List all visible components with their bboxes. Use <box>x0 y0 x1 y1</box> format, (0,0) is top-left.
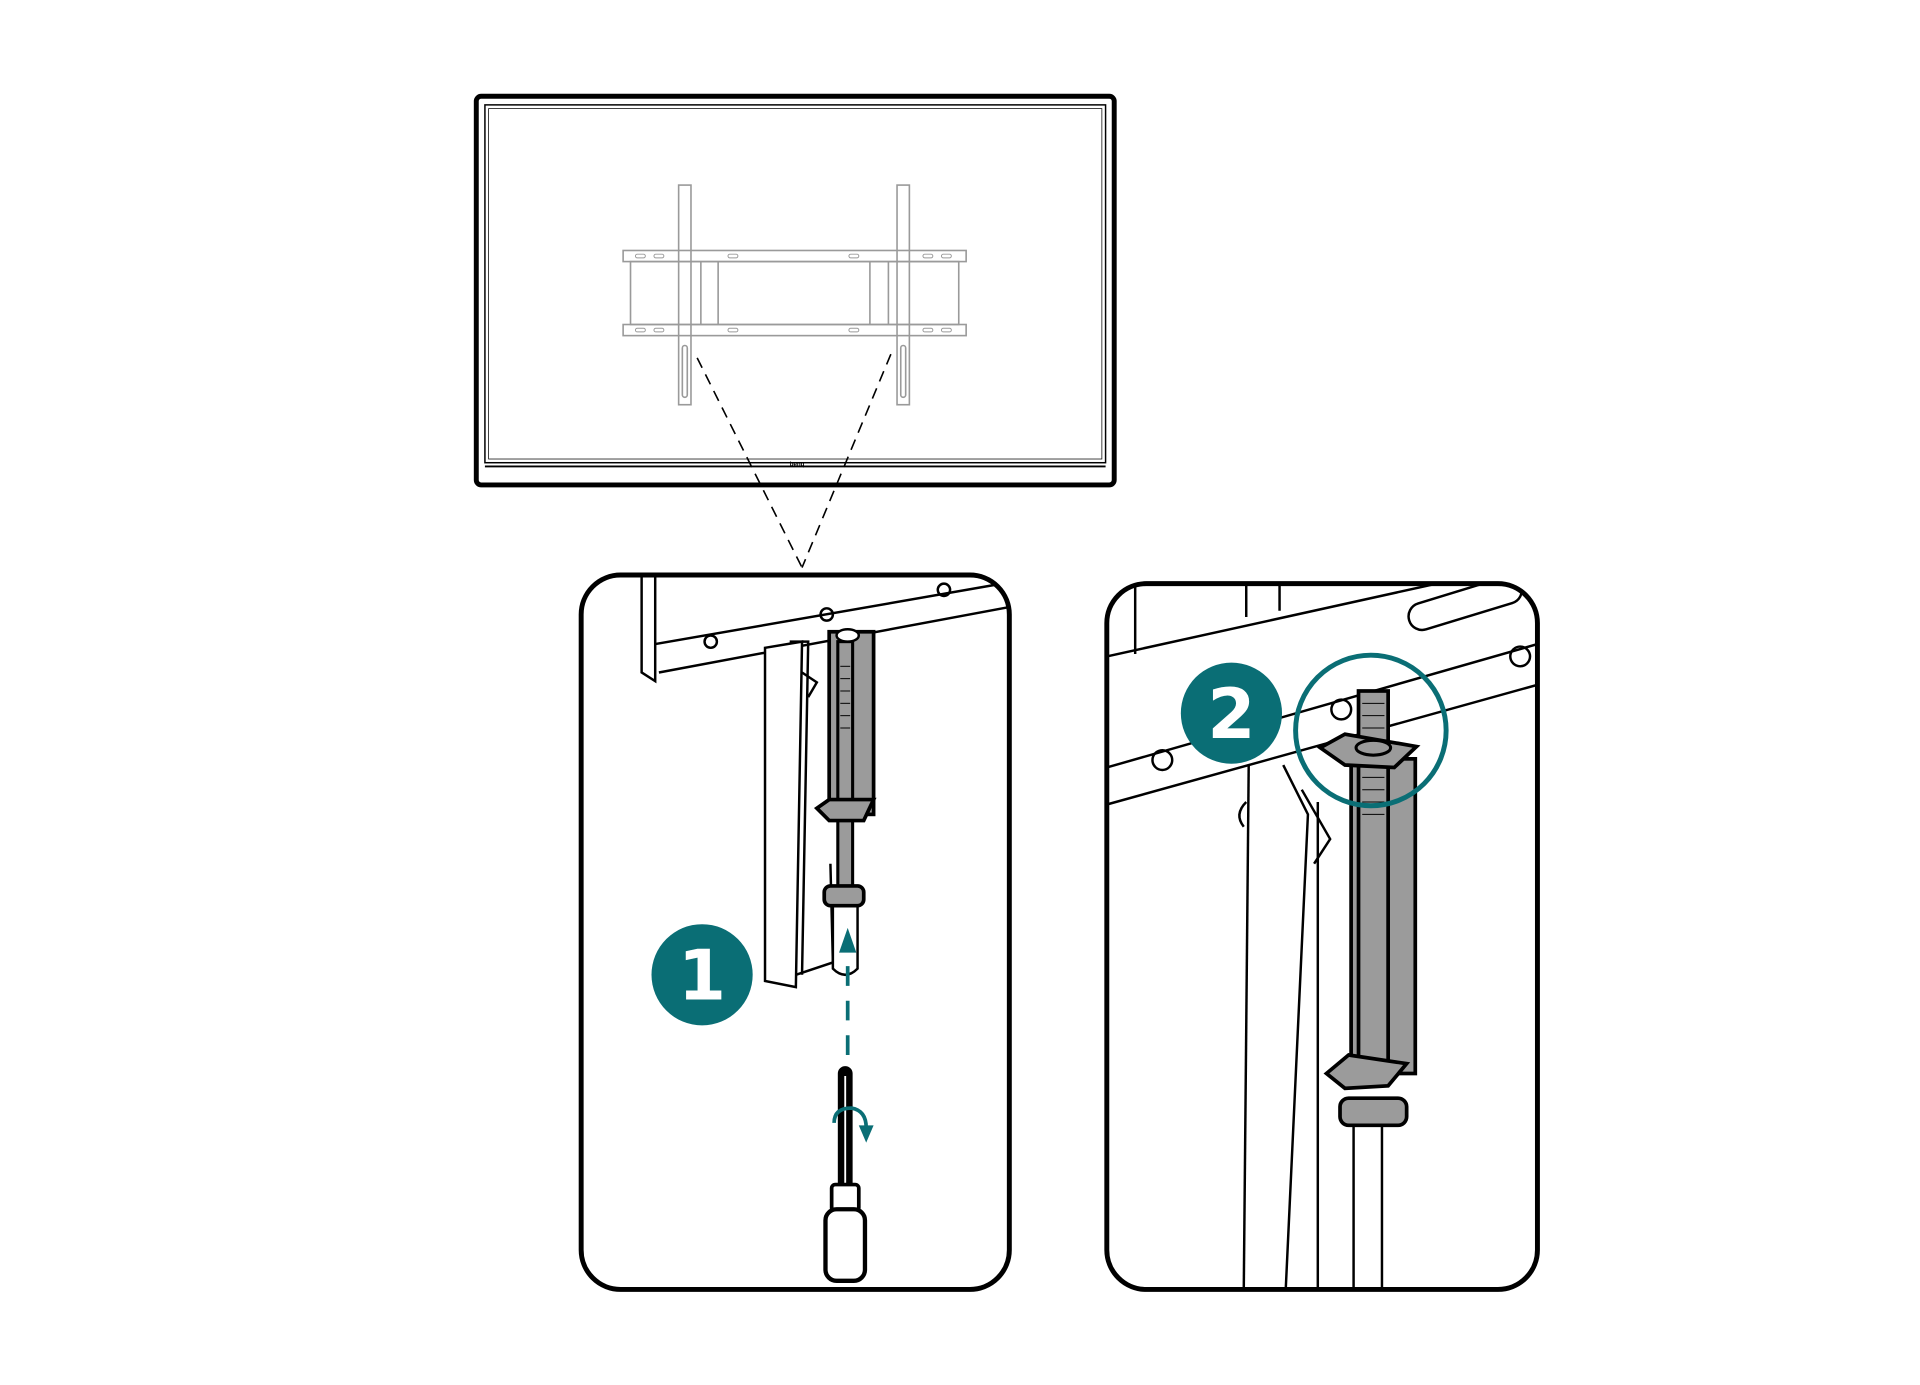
highlight-ring <box>1293 652 1449 809</box>
step-1-panel: 1 <box>578 572 1012 1292</box>
step-1-badge <box>651 924 753 1026</box>
wall-mount-bracket <box>622 184 967 406</box>
step-2-panel: 2 <box>1104 581 1540 1292</box>
step-2-badge <box>1180 662 1283 764</box>
tv-display: benq <box>473 93 1117 488</box>
tv-logo: benq <box>790 461 805 468</box>
step-2-number: 2 <box>1207 675 1255 755</box>
insert-arrow <box>839 927 857 1055</box>
step-1-number: 1 <box>678 936 726 1016</box>
zoom-guide-lines <box>696 353 892 568</box>
rotate-arrow-icon <box>832 1106 874 1143</box>
